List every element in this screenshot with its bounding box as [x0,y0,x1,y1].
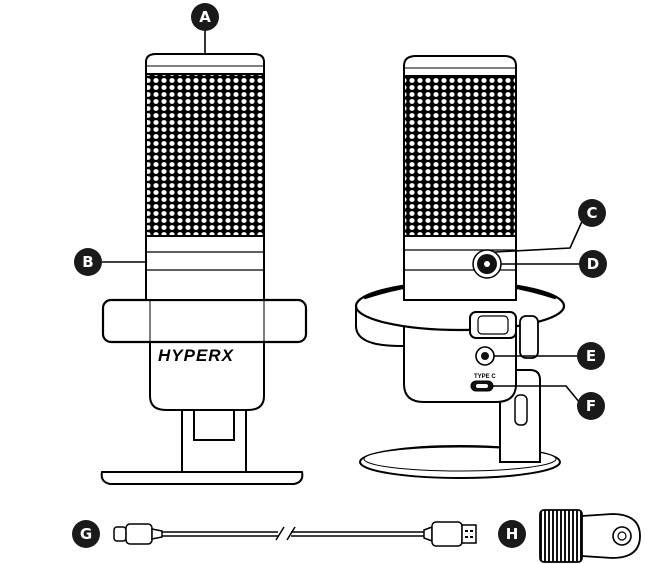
callout-d: D [579,250,607,278]
svg-text:B: B [82,253,93,271]
svg-text:G: G [80,525,92,543]
callout-g: G [72,520,100,548]
rear-grille [403,75,517,237]
brand-logo: HYPERX [158,346,235,365]
svg-text:C: C [586,204,597,222]
front-microphone: HYPERX [100,53,308,485]
usb-cable [113,521,477,547]
svg-text:H: H [506,525,519,543]
callout-a: A [191,3,219,31]
front-top-cap [145,53,265,75]
callout-c: C [578,199,606,227]
svg-text:E: E [586,347,596,365]
callout-h: H [498,520,526,548]
front-collar [145,235,265,301]
callout-e: E [577,342,605,370]
leader-lines [102,31,585,404]
front-stand-stem [181,410,247,473]
front-lower-body [149,339,265,411]
svg-text:F: F [586,397,596,415]
front-base-plate [100,471,304,485]
svg-text:D: D [587,255,599,273]
svg-text:A: A [199,8,211,26]
port-label: TYPE C [474,374,496,380]
front-mount-ring [101,298,308,344]
front-grille [145,73,265,237]
callout-b: B [74,248,102,276]
mount-adapter [539,509,641,563]
callout-f: F [577,392,605,420]
rear-microphone: TYPE C [354,55,566,479]
mount-knob [469,311,539,359]
status-indicator [484,261,490,267]
rear-top-cap [403,55,517,77]
